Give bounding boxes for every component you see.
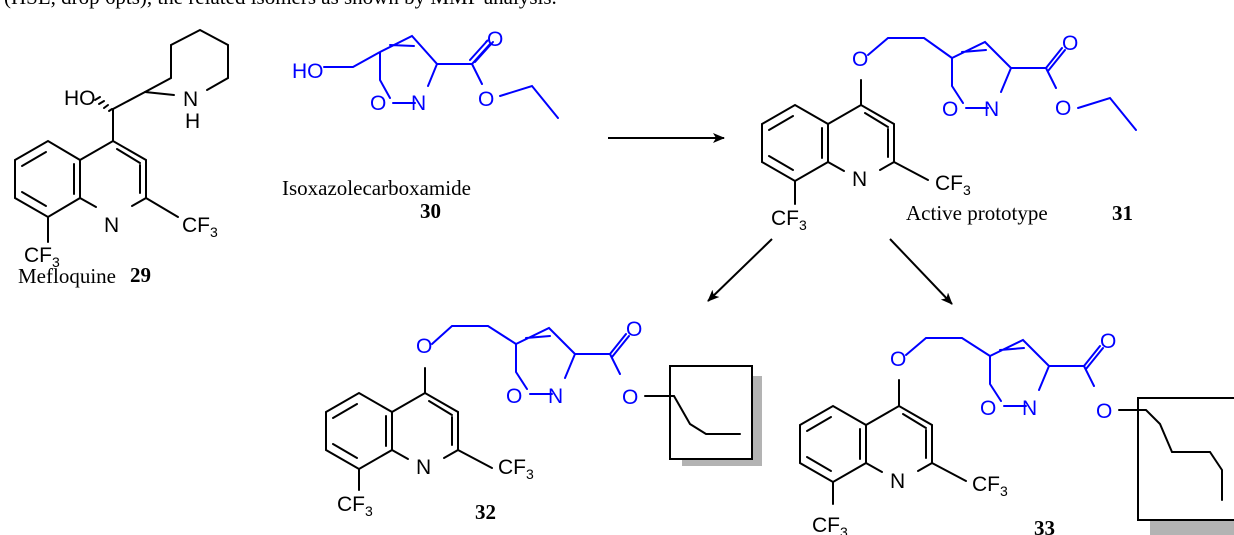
- compound-33-ring-n: N: [1022, 397, 1037, 420]
- compound-32: N CF3 CF3 O O N O O 32: [325, 318, 762, 524]
- compound-33-core-bonds: [799, 379, 967, 505]
- compound-31-name: Active prototype: [906, 201, 1048, 225]
- arrow-31-to-33: [889, 238, 953, 305]
- compound-31-carbonyl-o: O: [1062, 32, 1078, 55]
- cf3-label-2: CF3: [182, 214, 218, 240]
- compound-31-ester-o: O: [1055, 97, 1071, 120]
- compound-29-mefloquine: HO N H N CF3 CF3 Mefloquine 29: [14, 28, 229, 288]
- piperidine-n-label: N: [183, 88, 198, 111]
- compound-31-quinoline-n: N: [852, 168, 867, 191]
- compound-31-cf3-8: CF3: [771, 207, 807, 233]
- cf3-label-8: CF3: [24, 244, 60, 270]
- compound-33-ester-o: O: [1096, 400, 1112, 423]
- compound-31-ring-o: O: [942, 98, 958, 121]
- compound-31-ring-n: N: [984, 98, 999, 121]
- compound-30-name: Isoxazolecarboxamide: [282, 176, 471, 200]
- hydroxyl-label: HO: [64, 87, 96, 110]
- compound-31-cf3-2: CF3: [935, 172, 971, 198]
- compound-32-core-bonds: [325, 367, 493, 491]
- compound-31-active-prototype: N CF3 CF3 O O N O O Active prototype 31: [761, 32, 1137, 233]
- compound-33-ether-o: O: [890, 348, 906, 371]
- compound-30-carbonyl-o-label: O: [487, 28, 503, 51]
- quinoline-n-label: N: [104, 214, 119, 237]
- compound-30-bonds: [323, 34, 491, 104]
- compound-31-isoxazole-bonds: [867, 37, 1137, 131]
- compound-30-isoxazole: HO O N O O Isoxazolecarboxamide 30: [282, 28, 559, 223]
- compound-29-number: 29: [130, 263, 151, 287]
- compound-33: N CF3 CF3 O O N O O 33: [799, 330, 1234, 535]
- piperidine-h-label: H: [185, 110, 200, 133]
- compound-30-ester-o-label: O: [478, 88, 494, 111]
- compound-32-carbonyl-o: O: [626, 318, 642, 341]
- compound-30-ho-label: HO: [292, 60, 324, 83]
- compound-31-core-bonds: [761, 79, 929, 205]
- compound-32-number: 32: [475, 500, 496, 524]
- compound-32-quinoline-n: N: [416, 456, 431, 479]
- compound-33-cf3-2: CF3: [972, 473, 1008, 499]
- compound-33-number: 33: [1034, 516, 1055, 535]
- compound-30-ring-n-label: N: [411, 92, 426, 115]
- compound-33-carbonyl-o: O: [1100, 330, 1116, 353]
- compound-32-ring-n: N: [548, 385, 563, 408]
- compound-33-cf3-8: CF3: [812, 514, 848, 535]
- compound-31-number: 31: [1112, 201, 1133, 225]
- compound-31-ether-o: O: [852, 48, 868, 71]
- arrow-31-to-32: [707, 238, 773, 302]
- compound-33-ring-o: O: [980, 397, 996, 420]
- compound-29-name: Mefloquine: [18, 264, 116, 288]
- compound-32-isoxazole-bonds: [431, 325, 630, 395]
- compound-32-cf3-2: CF3: [498, 456, 534, 482]
- compound-32-ring-o: O: [506, 385, 522, 408]
- compound-32-ether-o: O: [416, 335, 432, 358]
- compound-29-bonds: [14, 28, 229, 243]
- compound-32-cf3-8: CF3: [337, 493, 373, 519]
- compound-33-isoxazole-bonds: [905, 337, 1104, 407]
- compound-32-ester-o: O: [622, 386, 638, 409]
- header-text: (HSL, drop 6pts), the related isomers as…: [4, 0, 557, 9]
- compound-33-quinoline-n: N: [890, 470, 905, 493]
- compound-30-ring-o-label: O: [370, 92, 386, 115]
- compound-30-number: 30: [420, 199, 441, 223]
